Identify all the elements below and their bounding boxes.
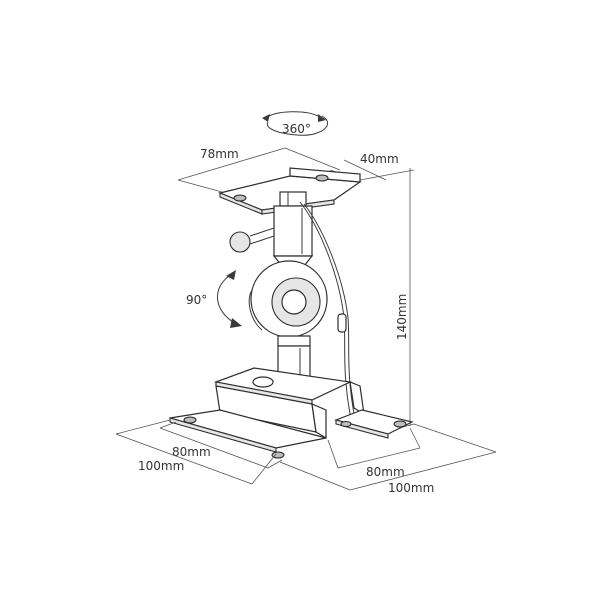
upper-column-body [273,205,313,257]
rotation-90-indicator: 90° [186,270,242,328]
top-width-label: 78mm [200,147,239,161]
knob-shaft-bottom [249,235,275,245]
top-width-ext-left [177,179,223,193]
base-outer-right-label: 100mm [388,481,434,495]
safety-cable-strand-b [303,203,355,415]
ball-joint-side-rim [248,289,263,331]
base-outer-left-label: 100mm [138,459,184,473]
base-outer-right-dim-line [349,451,497,491]
height-label: 140mm [395,294,409,340]
safety-cable [299,201,355,415]
base-outer-left-ext-front [251,453,277,485]
rotation-360-arc-bottom [267,115,329,136]
base-outer-right-dimension: 100mm [279,423,497,495]
base-foot-left-slot [271,451,285,459]
base-inner-left-ext-back [159,421,177,429]
base-inner-right-ext-right [409,427,421,449]
base-left-wall-corner [311,403,327,440]
height-ext-top [359,169,415,181]
top-width-dimension: 78mm [177,147,341,193]
rotation-360-arrowhead-left [262,114,270,122]
base-column-hole [252,376,274,388]
safety-cable-clamp [337,313,347,333]
top-plate-slot-right [315,174,329,182]
rotation-90-arc [217,273,237,325]
base-right-wall [349,381,365,416]
base-outer-left-dimension: 100mm [115,419,277,485]
base-inner-left-ext-front [267,459,283,469]
base-outer-left-dim-line [115,433,253,485]
rotation-360-indicator: 360° [262,111,329,136]
base-outer-left-ext-back [115,419,171,435]
hex-bolt-head [279,191,307,207]
top-width-ext-right [284,147,341,171]
tension-knob[interactable] [229,227,275,253]
knob-shaft-top [249,227,275,237]
rotation-90-label: 90° [186,293,207,307]
base-inner-right-ext-left [327,439,339,469]
top-plate-slot-left [233,194,247,202]
top-width-dim-line [177,147,286,181]
rotation-360-arrowhead-right [318,114,326,122]
base-inner-left-label: 80mm [172,445,211,459]
base-inner-right-dim-line [337,447,421,469]
base-outer-right-ext-left [279,461,351,491]
knob-ball[interactable] [229,231,251,253]
base-foot-right-slot [393,420,407,428]
base-bracket [169,367,414,459]
height-dimension: 140mm [359,168,415,431]
rotation-90-arrowhead-bottom [230,318,242,328]
rotation-360-label: 360° [282,122,311,136]
rotation-90-arrowhead-top [226,270,236,280]
base-inner-left-dimension: 80mm [159,421,283,469]
base-foot-right-slot-back [340,421,352,427]
base-foot-left-slot-back [183,416,197,424]
base-outer-right-ext-right [413,423,497,453]
top-depth-label: 40mm [360,152,399,166]
base-inner-right-label: 80mm [366,465,405,479]
ball-joint-pivot [281,289,307,315]
lower-column-collar [277,335,311,347]
base-inner-right-dimension: 80mm [327,427,421,479]
base-inner-left-dim-line [159,427,269,469]
rotation-360-arc-top [265,111,319,119]
ball-joint [248,260,328,338]
